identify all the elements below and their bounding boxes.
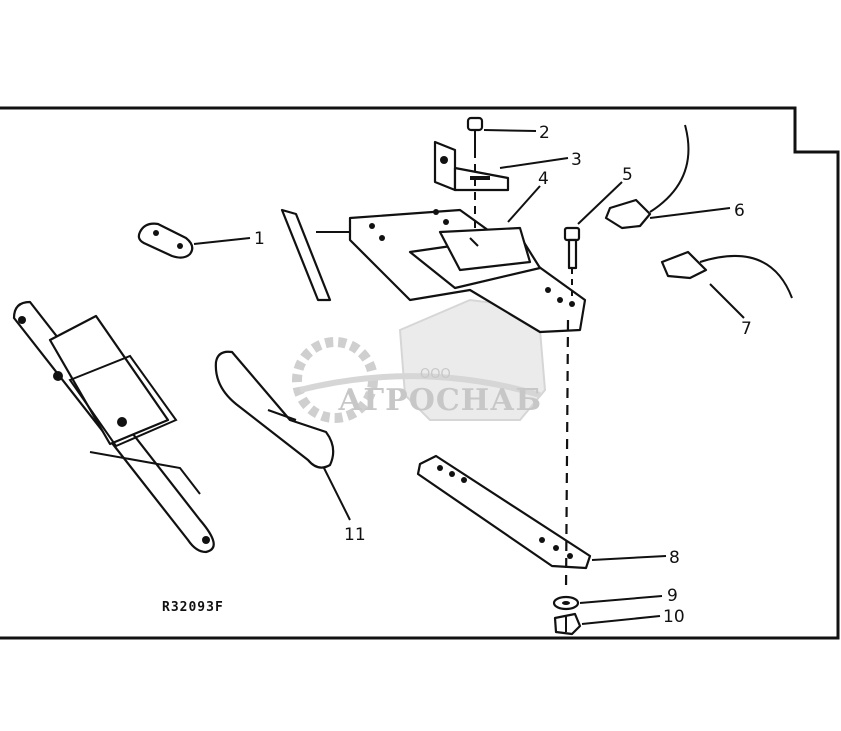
diagram-frame xyxy=(0,106,840,640)
callout-6: 6 xyxy=(734,201,745,221)
leader-9 xyxy=(579,595,663,604)
callout-4: 4 xyxy=(538,169,549,189)
callout-3: 3 xyxy=(571,150,582,170)
part-1-link-plate xyxy=(137,222,194,259)
leader-2 xyxy=(483,129,537,132)
part-9-washer xyxy=(552,595,580,611)
callout-11: 11 xyxy=(344,525,366,545)
part-8-slotted-strap xyxy=(416,454,592,570)
leader-6 xyxy=(649,207,731,219)
leader-10 xyxy=(581,615,661,625)
leader-7 xyxy=(709,283,745,319)
callout-5: 5 xyxy=(622,165,633,185)
callout-7: 7 xyxy=(741,319,752,339)
part-4-mounting-bracket xyxy=(280,208,587,334)
leader-1 xyxy=(193,237,251,245)
watermark: ООО АГРОСНАБ xyxy=(292,298,547,423)
part-10-nut xyxy=(553,612,582,636)
part-2-cap-screw xyxy=(466,116,484,150)
callout-9: 9 xyxy=(667,586,678,606)
callout-10: 10 xyxy=(663,607,685,627)
part-5-bolt xyxy=(563,226,581,270)
leader-8 xyxy=(591,555,667,561)
leader-4 xyxy=(507,185,541,223)
callout-2: 2 xyxy=(539,123,550,143)
callout-1: 1 xyxy=(254,229,265,249)
part-6-wire-clip xyxy=(604,124,690,230)
watermark-name: АГРОСНАБ xyxy=(338,383,542,418)
callout-8: 8 xyxy=(669,548,680,568)
leader-11 xyxy=(323,467,351,521)
leader-5 xyxy=(577,181,623,225)
watermark-prefix: ООО xyxy=(420,367,451,382)
figure-id: R32093F xyxy=(162,600,224,615)
panel-assembly xyxy=(12,300,215,554)
part-7-wire-clip xyxy=(660,250,793,299)
leader-3 xyxy=(499,157,569,169)
part-3-angle-bracket xyxy=(433,140,510,192)
alignment-line-vertical-bottom xyxy=(564,319,570,593)
part-11-curved-shield xyxy=(214,350,335,469)
